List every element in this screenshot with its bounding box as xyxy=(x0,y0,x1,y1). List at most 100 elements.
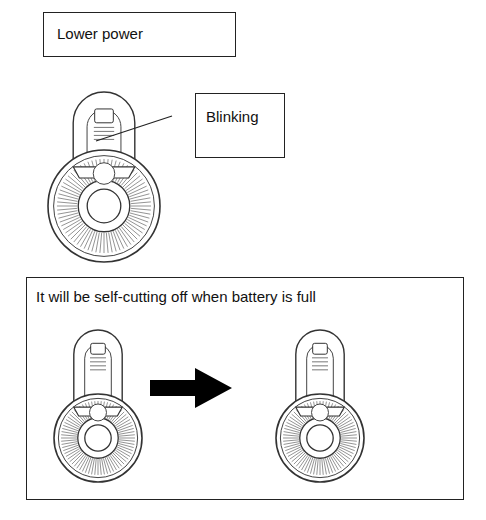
grip-rib xyxy=(90,357,106,358)
ridge xyxy=(88,231,95,250)
label-box: Blinking xyxy=(195,93,285,158)
ridge xyxy=(113,231,120,250)
body-rim xyxy=(54,156,155,257)
button xyxy=(312,404,329,421)
ridge xyxy=(109,232,113,252)
note-panel: It will be self-cutting off when battery… xyxy=(26,277,464,500)
body-outer xyxy=(48,150,160,262)
ridge xyxy=(324,459,327,475)
ridge xyxy=(57,208,77,210)
label-text: It will be self-cutting off when battery… xyxy=(36,288,316,307)
ridge xyxy=(106,233,108,253)
body-outer xyxy=(276,394,364,482)
grip-rib xyxy=(312,357,328,358)
ridge xyxy=(285,445,300,450)
led-indicator xyxy=(95,109,114,123)
center-hole xyxy=(85,425,111,451)
ridge xyxy=(130,213,149,218)
ridge xyxy=(283,435,299,436)
ridge xyxy=(57,202,77,204)
ridge xyxy=(105,458,110,473)
device-full xyxy=(276,330,364,482)
center-hole xyxy=(87,189,121,223)
button xyxy=(90,404,107,421)
ridge xyxy=(317,459,318,475)
ridge xyxy=(131,202,151,204)
grip-rib xyxy=(90,369,106,370)
ridge xyxy=(100,459,101,475)
ridge xyxy=(283,440,299,441)
ridge xyxy=(130,198,150,202)
label-box: Lower power xyxy=(43,12,236,57)
button xyxy=(93,163,115,185)
grip-rib xyxy=(312,361,328,362)
ridge xyxy=(283,438,299,439)
ridge xyxy=(340,443,355,447)
ridge xyxy=(60,215,79,222)
led-indicator xyxy=(91,343,106,354)
ridge xyxy=(58,211,78,215)
ridge xyxy=(61,217,79,226)
grip-rib xyxy=(94,131,114,132)
leader-line xyxy=(96,116,172,141)
grip-rib xyxy=(94,139,114,140)
ridge xyxy=(61,435,77,436)
body-rim xyxy=(58,398,137,477)
ridge xyxy=(62,428,77,432)
label-text: Blinking xyxy=(206,108,259,127)
grip-rib xyxy=(312,365,328,366)
ridge xyxy=(327,458,332,473)
ridge xyxy=(115,230,124,248)
transition-arrow xyxy=(150,368,232,408)
ridge xyxy=(128,186,146,195)
ridge xyxy=(60,190,79,197)
grip-rib xyxy=(94,127,114,128)
ridge xyxy=(341,432,357,435)
ridge xyxy=(100,233,102,253)
ridge xyxy=(119,440,135,441)
device-charging xyxy=(54,330,142,482)
ridge xyxy=(63,445,78,450)
ridge xyxy=(284,442,300,445)
grip-rib xyxy=(90,361,106,362)
ridge xyxy=(98,459,99,475)
inner-ring xyxy=(78,180,130,232)
body-outer xyxy=(54,394,142,482)
ridge xyxy=(341,440,357,441)
ridge xyxy=(95,459,96,475)
device-low-power xyxy=(48,92,160,262)
ridge xyxy=(322,459,323,475)
ridge xyxy=(129,215,148,222)
ridge xyxy=(284,428,299,432)
ridge xyxy=(131,206,151,207)
ridge xyxy=(129,190,148,197)
ridge xyxy=(340,425,355,430)
ridge xyxy=(61,438,77,439)
ridge xyxy=(119,432,135,435)
label-text: Lower power xyxy=(57,25,143,44)
inner-ring xyxy=(78,418,118,458)
ridge xyxy=(119,435,135,436)
body-rim xyxy=(280,398,359,477)
ridge xyxy=(310,458,314,473)
led-indicator xyxy=(313,343,328,354)
inner-ring xyxy=(300,418,340,458)
ridge xyxy=(341,435,357,436)
ridge xyxy=(104,233,105,253)
grip-rib xyxy=(90,365,106,366)
ridge xyxy=(118,443,133,447)
ridge xyxy=(341,438,357,439)
ridge xyxy=(131,208,151,210)
ridge xyxy=(102,459,105,475)
center-hole xyxy=(307,425,333,451)
ridge xyxy=(57,206,77,207)
ridge xyxy=(88,458,92,473)
ridge xyxy=(119,438,135,439)
ridge xyxy=(118,425,133,430)
ridge xyxy=(59,194,78,199)
ridge xyxy=(61,440,77,441)
ridge xyxy=(62,442,78,445)
ridge xyxy=(320,459,321,475)
